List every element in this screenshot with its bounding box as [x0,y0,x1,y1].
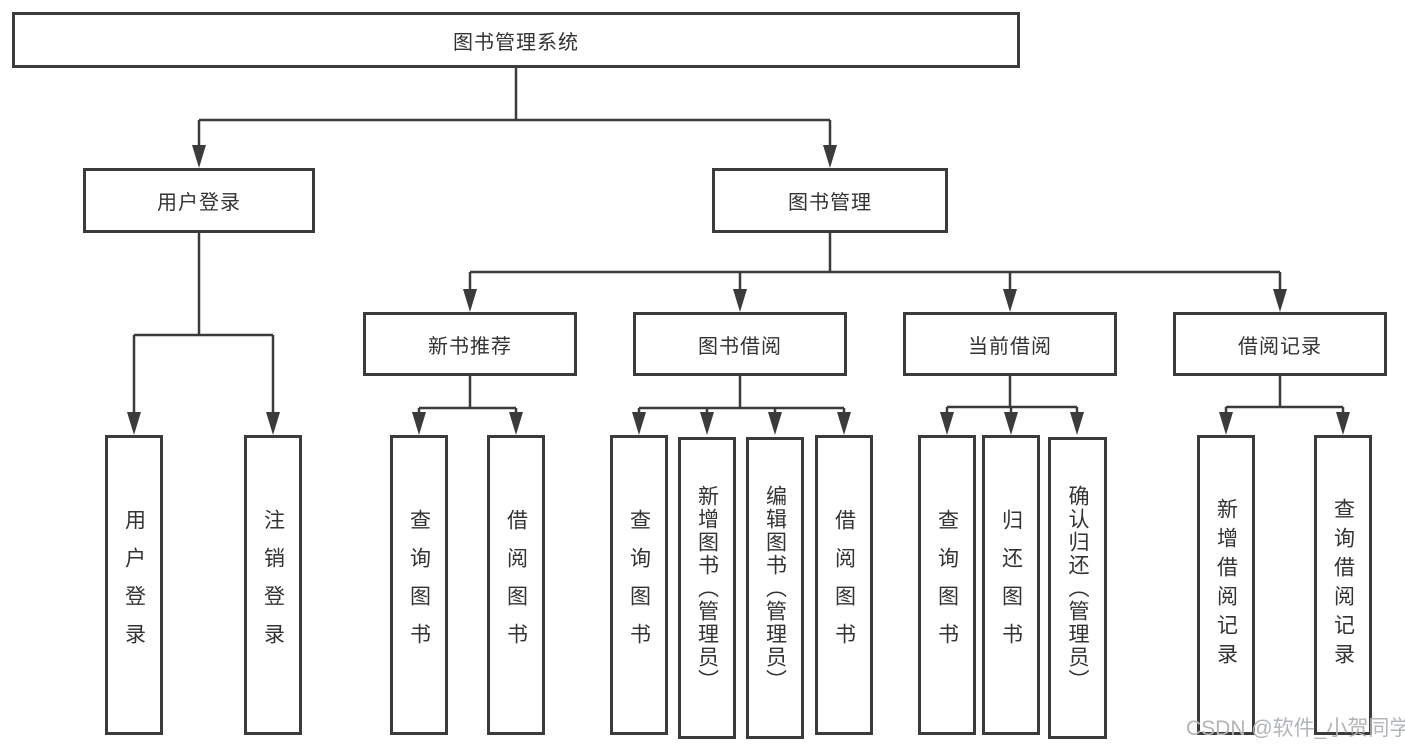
node-new-book-rec-label: 新书推荐 [428,335,512,358]
leaf-edit-book-label: 编辑图书（管理员） [763,484,787,692]
node-new-book-rec: 新书推荐 [363,312,577,376]
leaf-borrow-book-2: 借阅图书 [815,435,873,735]
leaf-return-book-label: 归还图书 [999,509,1023,661]
node-root: 图书管理系统 [12,12,1020,68]
leaf-add-record: 新增借阅记录 [1197,435,1255,735]
node-borrow-records: 借阅记录 [1173,312,1387,376]
leaf-query-record-label: 查询借阅记录 [1331,498,1355,672]
leaf-borrow-book-2-label: 借阅图书 [832,509,856,661]
leaf-confirm-return-label: 确认归还（管理员） [1066,484,1089,692]
arrowheads [127,145,1350,435]
node-book-borrow: 图书借阅 [633,312,847,376]
leaf-query-book-2: 查询图书 [610,435,668,735]
leaf-add-record-label: 新增借阅记录 [1214,498,1238,672]
leaf-user-login-label: 用户登录 [122,509,146,661]
node-root-label: 图书管理系统 [453,31,579,54]
node-book-mgmt: 图书管理 [712,168,948,233]
node-user-login-label: 用户登录 [157,192,241,214]
node-current-borrow: 当前借阅 [903,312,1117,376]
leaf-query-record: 查询借阅记录 [1314,435,1372,735]
leaf-query-book-3-label: 查询图书 [935,509,959,661]
leaf-query-book-1-label: 查询图书 [407,509,431,661]
node-user-login: 用户登录 [83,168,315,233]
leaf-return-book: 归还图书 [982,435,1040,735]
leaf-logout-label: 注销登录 [261,509,285,661]
leaf-logout: 注销登录 [244,435,302,735]
leaf-edit-book: 编辑图书（管理员） [746,437,804,739]
leaf-query-book-1: 查询图书 [390,435,448,735]
leaf-confirm-return: 确认归还（管理员） [1048,437,1107,739]
leaf-borrow-book-1: 借阅图书 [487,435,545,735]
node-book-borrow-label: 图书借阅 [698,335,782,358]
node-borrow-records-label: 借阅记录 [1238,335,1322,358]
leaf-user-login: 用户登录 [105,435,163,735]
leaf-query-book-2-label: 查询图书 [627,509,651,661]
leaf-add-book-label: 新增图书（管理员） [695,484,719,692]
node-book-mgmt-label: 图书管理 [788,192,872,214]
leaf-add-book: 新增图书（管理员） [678,437,736,739]
leaf-query-book-3: 查询图书 [918,435,976,735]
leaf-borrow-book-1-label: 借阅图书 [504,509,528,661]
csdn-watermark: CSDN @软件_小贺同学 [1186,717,1405,740]
node-current-borrow-label: 当前借阅 [968,335,1052,358]
